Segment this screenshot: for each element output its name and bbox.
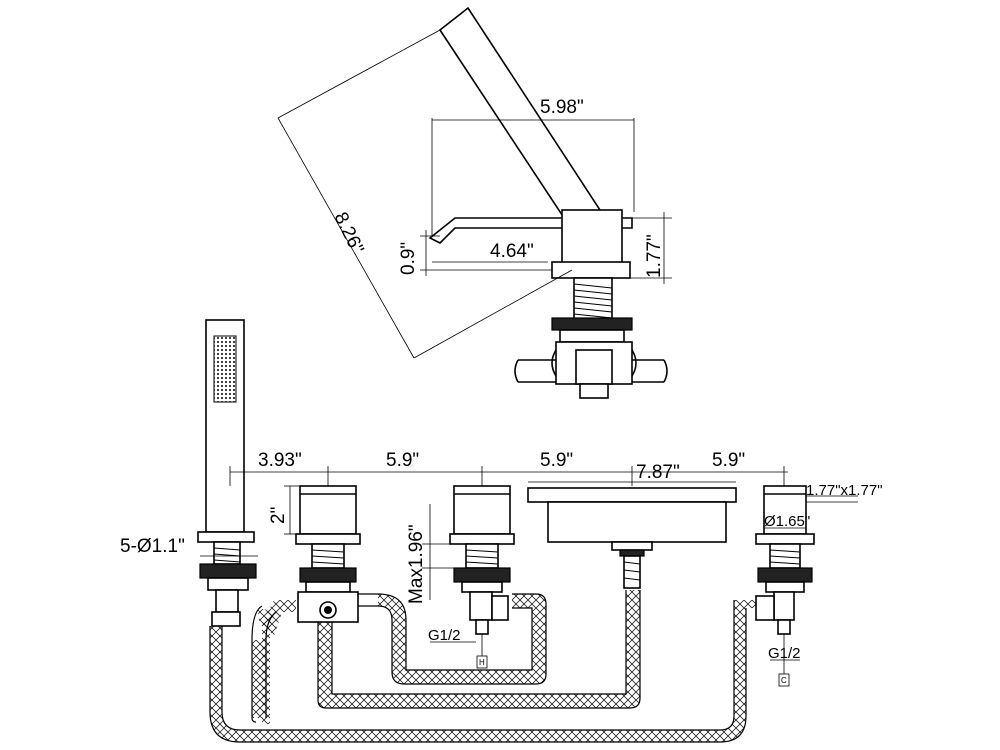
spout-body xyxy=(561,209,623,269)
dim-body-height: 1.77" xyxy=(644,234,665,278)
dim-handle-height: 2" xyxy=(268,507,289,524)
left-valve xyxy=(295,485,361,623)
cold-tag: C xyxy=(781,676,787,685)
dim-spout-reach: 5.98" xyxy=(540,97,584,118)
dim-hole-diameter: 5-Ø1.1" xyxy=(120,536,185,557)
hand-shower xyxy=(197,319,257,627)
dim-spacing-1: 5.9" xyxy=(386,450,419,471)
braided-hoses xyxy=(209,590,758,743)
dim-inlet-right: G1/2 xyxy=(768,645,801,662)
dim-handshower-spacing: 3.93" xyxy=(258,450,302,471)
spout-base-plate xyxy=(551,261,631,279)
spout-front-body xyxy=(547,501,727,543)
dim-handle-diameter: Ø1.65" xyxy=(764,513,810,530)
hot-tag: H xyxy=(479,658,485,667)
spout-nut xyxy=(559,329,625,343)
middle-valve: H xyxy=(449,485,515,669)
front-dimensions: 3.93" 5.9" 5.9" 5.9" 7.87" 2" Max1.96" 5… xyxy=(120,450,883,662)
dim-spout-length: 8.26" xyxy=(330,209,368,258)
hand-shower-spray-face xyxy=(213,335,237,403)
spout-front xyxy=(527,487,737,589)
spout-washer xyxy=(551,317,633,331)
dim-spacing-2: 5.9" xyxy=(540,450,573,471)
dim-inlet-left: G1/2 xyxy=(428,627,461,644)
right-valve: C xyxy=(755,485,815,687)
spout-top xyxy=(527,487,737,503)
spout-blade xyxy=(438,6,602,232)
spout-side-view: 8.26" 5.98" 4.64" 0.9" 1.77" xyxy=(277,6,672,399)
dim-outlet-height: 0.9" xyxy=(398,242,419,275)
dim-spout-width: 7.87" xyxy=(636,462,680,483)
dim-outlet-reach: 4.64" xyxy=(490,241,534,262)
dim-handle-size: 1.77"x1.77" xyxy=(806,482,883,499)
dim-spacing-3: 5.9" xyxy=(712,450,745,471)
dim-max-deck: Max1.96" xyxy=(406,524,427,604)
